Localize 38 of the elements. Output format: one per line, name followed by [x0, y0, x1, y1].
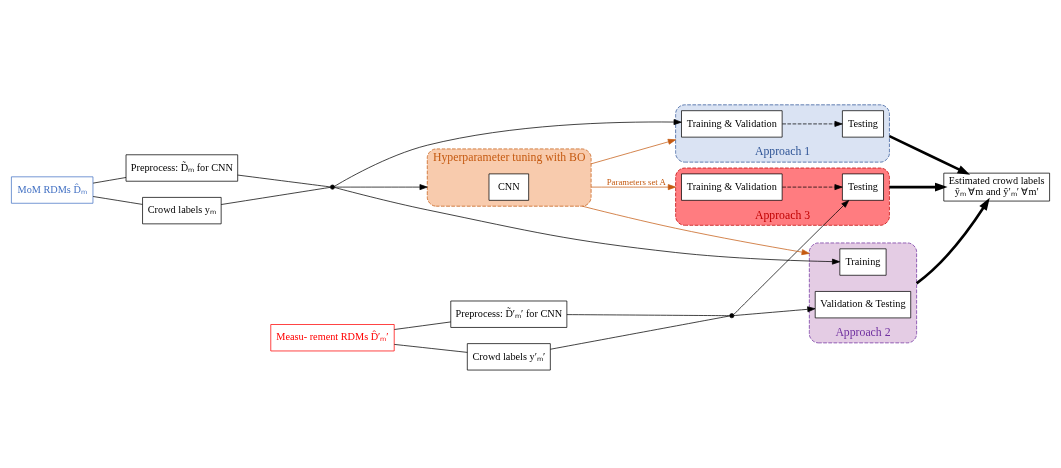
node-box: Preprocess: D̃′ₘ′ for CNN — [450, 300, 568, 328]
arrow — [590, 183, 676, 190]
node-box: Training & Validation — [681, 109, 783, 137]
connector — [566, 313, 731, 316]
node-dot — [729, 312, 735, 318]
arrow — [781, 183, 843, 190]
node-box: MoM RDMs D̂ₘ — [11, 175, 94, 204]
node-box: CNN — [488, 173, 530, 201]
edge-label: Parameters set A — [606, 176, 666, 187]
connector — [220, 186, 331, 205]
connector — [550, 315, 730, 350]
arrow — [781, 120, 843, 127]
arrow — [581, 205, 810, 255]
node-box: Crowd labels y′ₘ′ — [466, 342, 551, 370]
node-box: Crowd labels yₘ — [142, 196, 222, 224]
arrow — [733, 305, 816, 316]
node-box: Testing — [842, 109, 884, 137]
arrow — [334, 186, 841, 265]
arrow — [334, 118, 682, 187]
node-box: Training — [839, 247, 887, 276]
node-box: Estimated crowd labels ŷₘ ∀m and ŷ′ₘ′ ∀m′ — [943, 172, 1050, 201]
node-box: Preprocess: D̃ₘ for CNN — [125, 153, 239, 182]
arrow — [590, 138, 676, 164]
arrow — [889, 182, 948, 191]
node-box: Measu- rement RDMs D̂′ₘ′ — [270, 323, 395, 351]
connector — [92, 176, 127, 183]
connector — [394, 343, 468, 353]
node-box: Validation & Testing — [814, 290, 912, 318]
node-box: Training & Validation — [681, 173, 783, 201]
connector — [394, 321, 452, 330]
connector — [92, 195, 143, 205]
connector — [237, 174, 331, 187]
arrow — [733, 199, 850, 315]
arrow — [888, 134, 971, 175]
node-box: Testing — [842, 173, 884, 201]
arrow — [915, 197, 990, 284]
arrow — [334, 183, 428, 190]
node-dot — [330, 184, 335, 190]
